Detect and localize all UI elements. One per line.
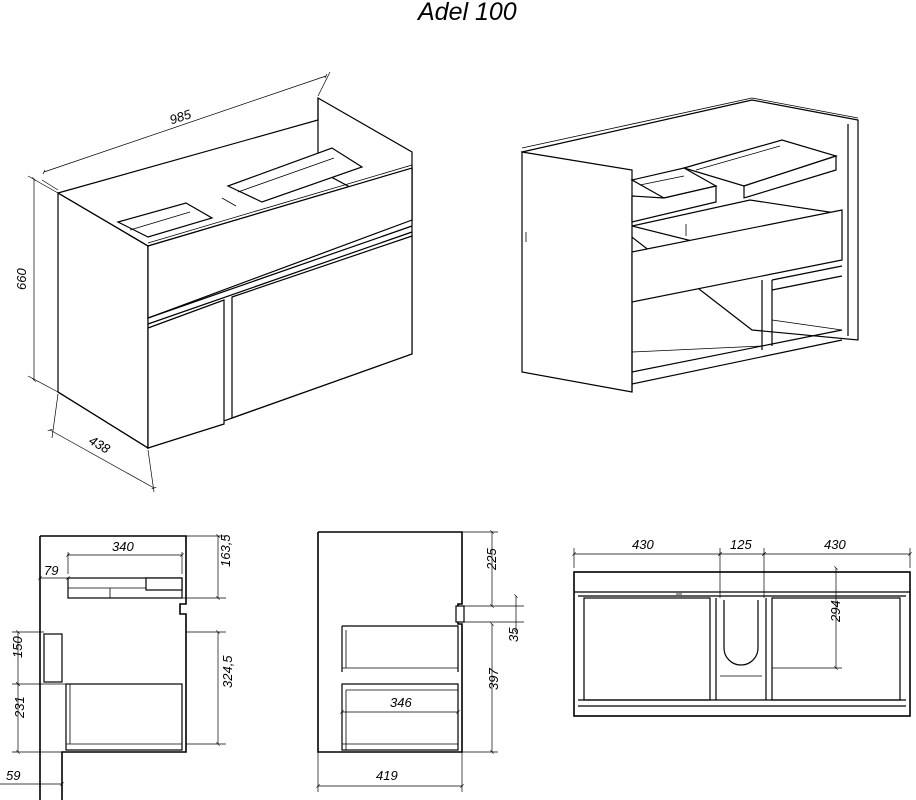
- dim-width-label: 985: [168, 106, 194, 127]
- dim-left-indent: 79: [44, 563, 58, 578]
- dim-right-height: 294: [828, 600, 843, 623]
- drawing-title: Adel 100: [416, 0, 517, 26]
- iso-front-view: 985 660 438: [14, 71, 413, 493]
- dim-left-low: 231: [12, 696, 27, 719]
- dim-mid-gap: 35: [506, 627, 521, 642]
- side-section-middle: 225 35 397 346 419: [316, 530, 524, 792]
- dim-right-center: 125: [730, 537, 752, 552]
- dim-depth-label: 438: [86, 433, 113, 457]
- dim-mid-top: 225: [484, 548, 499, 571]
- front-section-right: 430 125 430 294: [572, 537, 912, 717]
- dim-left-mid: 324,5: [220, 655, 235, 688]
- dim-mid-bottom: 419: [376, 768, 398, 783]
- iso-open-view: [520, 97, 859, 393]
- dim-left-drawer: 150: [10, 636, 25, 658]
- dim-mid-lower: 397: [486, 668, 501, 690]
- dim-height-label: 660: [14, 268, 29, 290]
- dim-right-right: 430: [824, 537, 846, 552]
- side-section-left: 340 79 163,5 324,5 150 231 59: [0, 534, 235, 800]
- dim-mid-inner: 346: [390, 695, 412, 710]
- dim-right-left: 430: [632, 537, 654, 552]
- dim-left-top-width: 340: [112, 539, 134, 554]
- dim-left-top-height: 163,5: [218, 534, 233, 567]
- dim-left-foot: 59: [6, 768, 20, 783]
